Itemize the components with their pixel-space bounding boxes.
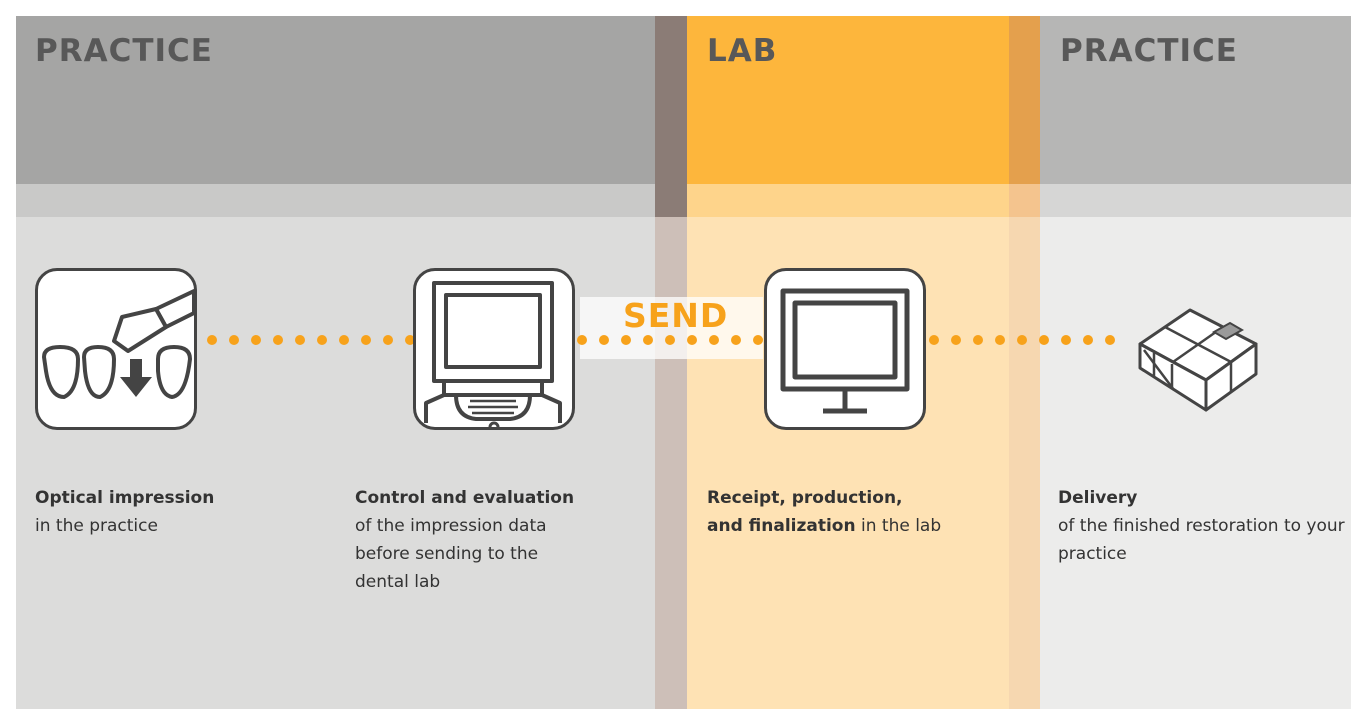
connector-dot xyxy=(229,335,239,345)
connector-dot xyxy=(929,335,939,345)
package-icon xyxy=(1134,290,1260,416)
connector-dot xyxy=(951,335,961,345)
send-label: SEND xyxy=(623,296,729,335)
practice-subheader-band xyxy=(16,184,655,217)
connector-dot xyxy=(687,335,697,345)
connector-dot xyxy=(317,335,327,345)
connector-dot xyxy=(995,335,1005,345)
connector-dot xyxy=(251,335,261,345)
delivery-body-band xyxy=(1040,217,1351,709)
step-receipt-production: Receipt, production, and finalization in… xyxy=(707,484,1007,540)
connector-dot xyxy=(643,335,653,345)
connector-dot xyxy=(405,335,415,345)
connector-dot xyxy=(1083,335,1093,345)
connector-dot xyxy=(295,335,305,345)
step-control-evaluation: Control and evaluation of the impression… xyxy=(355,484,595,596)
scanner-computer-icon xyxy=(413,268,575,430)
step-1-text: in the practice xyxy=(35,516,158,536)
connector-dot xyxy=(339,335,349,345)
delivery-header-band xyxy=(1040,16,1351,184)
step-3-title-line1: Receipt, production, xyxy=(707,488,903,508)
column-title-practice: PRACTICE xyxy=(35,33,213,69)
step-3-text: in the lab xyxy=(861,516,942,536)
lab-subheader-band xyxy=(687,184,1009,217)
connector-dot xyxy=(207,335,217,345)
connector-dot xyxy=(709,335,719,345)
step-3-title-line2: and finalization xyxy=(707,516,856,536)
connector-dot xyxy=(599,335,609,345)
delivery-subheader-band xyxy=(1040,184,1351,217)
step-4-text: of the finished restoration to your prac… xyxy=(1058,516,1345,564)
connector-dot xyxy=(621,335,631,345)
connector-dot xyxy=(1017,335,1027,345)
connector-dot xyxy=(577,335,587,345)
step-optical-impression: Optical impression in the practice xyxy=(35,484,275,540)
connector-dot xyxy=(731,335,741,345)
lab-right-edge-subheader xyxy=(1009,184,1040,217)
lab-right-edge-header xyxy=(1009,16,1040,184)
connector-dot xyxy=(383,335,393,345)
step-1-title: Optical impression xyxy=(35,488,215,508)
send-label-background xyxy=(580,297,763,359)
connector-dot xyxy=(1039,335,1049,345)
connector-dot xyxy=(973,335,983,345)
lab-left-edge-body xyxy=(655,217,687,709)
connector-dot xyxy=(665,335,675,345)
tooth-scan-icon xyxy=(35,268,197,430)
lab-left-edge-header xyxy=(655,16,687,217)
practice-header-band xyxy=(16,16,655,184)
step-2-text: of the impression data before sending to… xyxy=(355,516,547,592)
connector-dot xyxy=(753,335,763,345)
monitor-icon xyxy=(764,268,926,430)
connector-dot xyxy=(1105,335,1115,345)
column-title-lab: LAB xyxy=(707,33,778,69)
lab-header-band xyxy=(687,16,1009,184)
step-2-title: Control and evaluation xyxy=(355,488,575,508)
connector-dot xyxy=(1061,335,1071,345)
connector-dot xyxy=(361,335,371,345)
connector-dot xyxy=(273,335,283,345)
lab-right-edge-body xyxy=(1009,217,1040,709)
step-4-title: Delivery xyxy=(1058,488,1138,508)
step-delivery: Delivery of the finished restoration to … xyxy=(1058,484,1350,568)
column-title-practice-delivery: PRACTICE xyxy=(1060,33,1238,69)
